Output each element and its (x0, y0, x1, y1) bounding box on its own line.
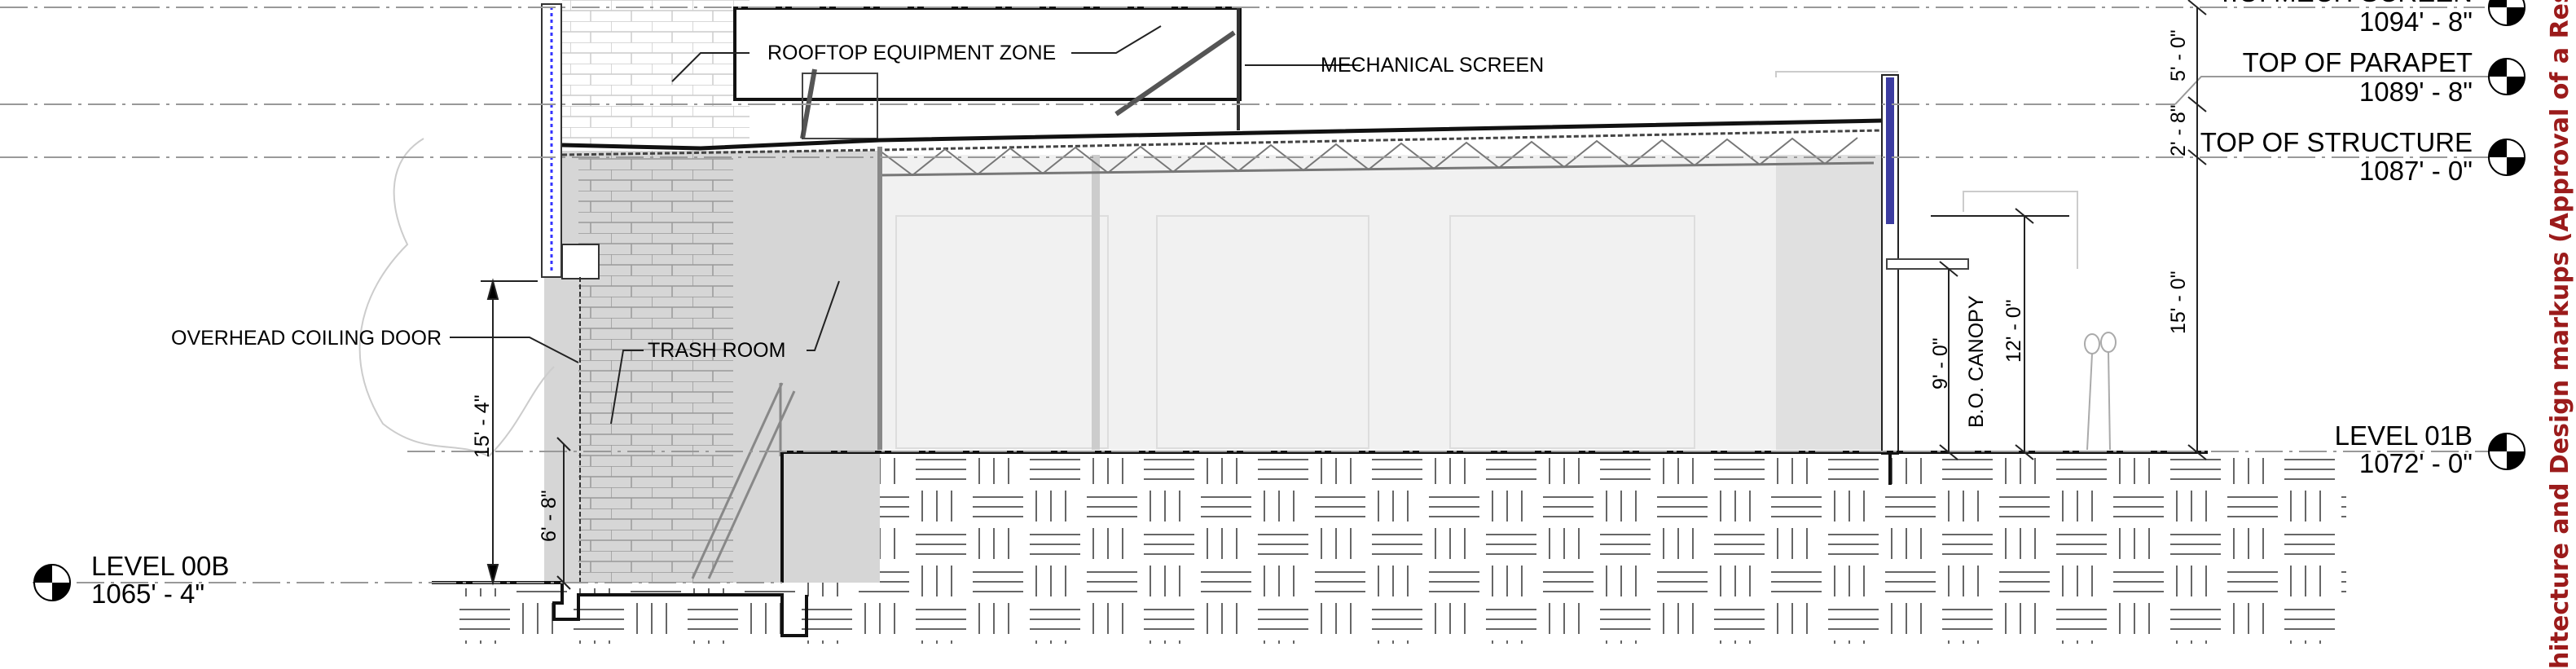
dimension-lines (481, 0, 2207, 590)
overhead-coiling-door-label: OVERHEAD COILING DOOR (171, 327, 442, 350)
tree-outline (358, 138, 555, 458)
callout-leaders (450, 25, 1361, 425)
level-name: LEVEL 00B (91, 551, 229, 581)
mechanical-screen (733, 7, 1242, 139)
mechanical-screen-label: MECHANICAL SCREEN (1321, 54, 1544, 77)
right-wall (1775, 71, 2078, 455)
level-marker-parapet (2488, 58, 2525, 95)
dimension-text: 2' - 8" (2167, 104, 2190, 156)
rooftop-equipment-zone-label: ROOFTOP EQUIPMENT ZONE (767, 42, 1056, 64)
level-marker-structure (2488, 139, 2525, 176)
coiling-door-housing (561, 244, 600, 279)
level-name: TOP OF PARAPET (2243, 47, 2473, 77)
dimension-text: 15' - 4" (471, 394, 494, 458)
level-elevation: 1072' - 0" (2359, 448, 2473, 478)
trash-room-label: TRASH ROOM (648, 339, 785, 362)
roof-structure (561, 118, 1883, 450)
level-elevation: 1065' - 4" (91, 579, 204, 609)
left-wall (541, 3, 562, 278)
level-name: TOP OF STRUCTURE (2200, 127, 2473, 157)
dimension-text: 5' - 0" (2167, 29, 2190, 81)
interior-windows (895, 155, 1882, 450)
earth-hatch (456, 458, 2346, 644)
margin-markup-note: hitecture and Design markups (Approval o… (2546, 0, 2574, 669)
dimension-text: 15' - 0" (2167, 271, 2190, 334)
level-marker-mech-screen (2488, 0, 2525, 26)
level-name: T.O. MECH SCREEN (2217, 0, 2473, 7)
level-marker-01b (2488, 433, 2525, 470)
human-figures (2084, 332, 2117, 451)
canopy-label: B.O. CANOPY (1965, 295, 1988, 428)
dimension-text: 6' - 8" (538, 490, 560, 542)
level-marker-00b (33, 564, 71, 601)
level-elevation: 1087' - 0" (2359, 156, 2473, 186)
interior-space (880, 155, 1886, 450)
level-elevation: 1089' - 8" (2359, 77, 2473, 107)
dimension-text: 12' - 0" (2002, 299, 2025, 363)
stair (691, 382, 796, 579)
dimension-text: 9' - 0" (1929, 337, 1952, 390)
level-elevation: 1094' - 8" (2359, 7, 2473, 37)
level-name: LEVEL 01B (2335, 420, 2473, 451)
level-lines (0, 7, 2489, 583)
